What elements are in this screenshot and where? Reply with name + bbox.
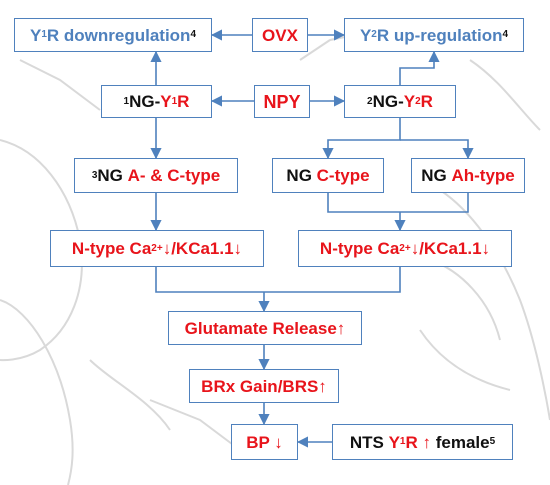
- node-ng-c-ng: NG: [286, 166, 317, 185]
- node-y2r-up-r: R: [376, 25, 390, 45]
- node-ng-c-type: NG C-type: [272, 158, 384, 193]
- node-npy: NPY: [254, 85, 310, 118]
- node-glutamate-release: Glutamate Release↑: [168, 311, 362, 345]
- node-nts-y: Y: [388, 432, 400, 452]
- node-brx-gain: BRx Gain/BRS↑: [189, 369, 339, 403]
- node-y1r-down-r: R: [46, 25, 60, 45]
- node-ng-a-c-ng: NG: [97, 166, 128, 185]
- node-ng-y2r-y: Y: [403, 92, 416, 111]
- node-ntype-left-text1: N-type Ca: [71, 239, 152, 258]
- node-ng-ah-ng: NG: [421, 166, 452, 185]
- node-ovx: OVX: [252, 18, 308, 52]
- node-y1r-down-text: downregulation: [59, 25, 191, 45]
- node-glutamate-label: Glutamate Release↑: [184, 318, 346, 338]
- node-ng-y1r-r: R: [177, 92, 190, 111]
- node-ng-ah-text: Ah-type: [451, 166, 515, 185]
- node-nts-r: R ↑: [405, 432, 431, 452]
- node-ntype-left-text2: ↓/KCa1.1↓: [162, 239, 243, 258]
- node-bp-label: BP ↓: [246, 432, 283, 452]
- node-ng-y2r-r: R: [420, 92, 433, 111]
- node-ntype-right-text1: N-type Ca: [319, 239, 400, 258]
- node-npy-label: NPY: [263, 91, 301, 112]
- node-brx-label: BRx Gain/BRS↑: [201, 376, 327, 396]
- node-y2r-up-text: up-regulation: [389, 25, 503, 45]
- node-y2r-up-y: Y: [359, 25, 372, 45]
- node-ng-y1r-ng: NG-: [129, 92, 161, 111]
- node-ntype-right-text2: ↓/KCa1.1↓: [410, 239, 491, 258]
- node-nts-female: female: [430, 432, 490, 452]
- node-ng-a-c-text: A- & C-type: [127, 166, 221, 185]
- node-ng-ah-type: NG Ah-type: [411, 158, 525, 193]
- node-nts-label: NTS: [349, 432, 389, 452]
- node-bp: BP ↓: [231, 424, 298, 460]
- node-ng-c-text: C-type: [316, 166, 370, 185]
- node-y1r-down-y: Y: [29, 25, 42, 45]
- node-ng-y2r-ng: NG-: [372, 92, 404, 111]
- node-ovx-label: OVX: [262, 25, 298, 45]
- node-ng-y1r-y: Y: [160, 92, 172, 111]
